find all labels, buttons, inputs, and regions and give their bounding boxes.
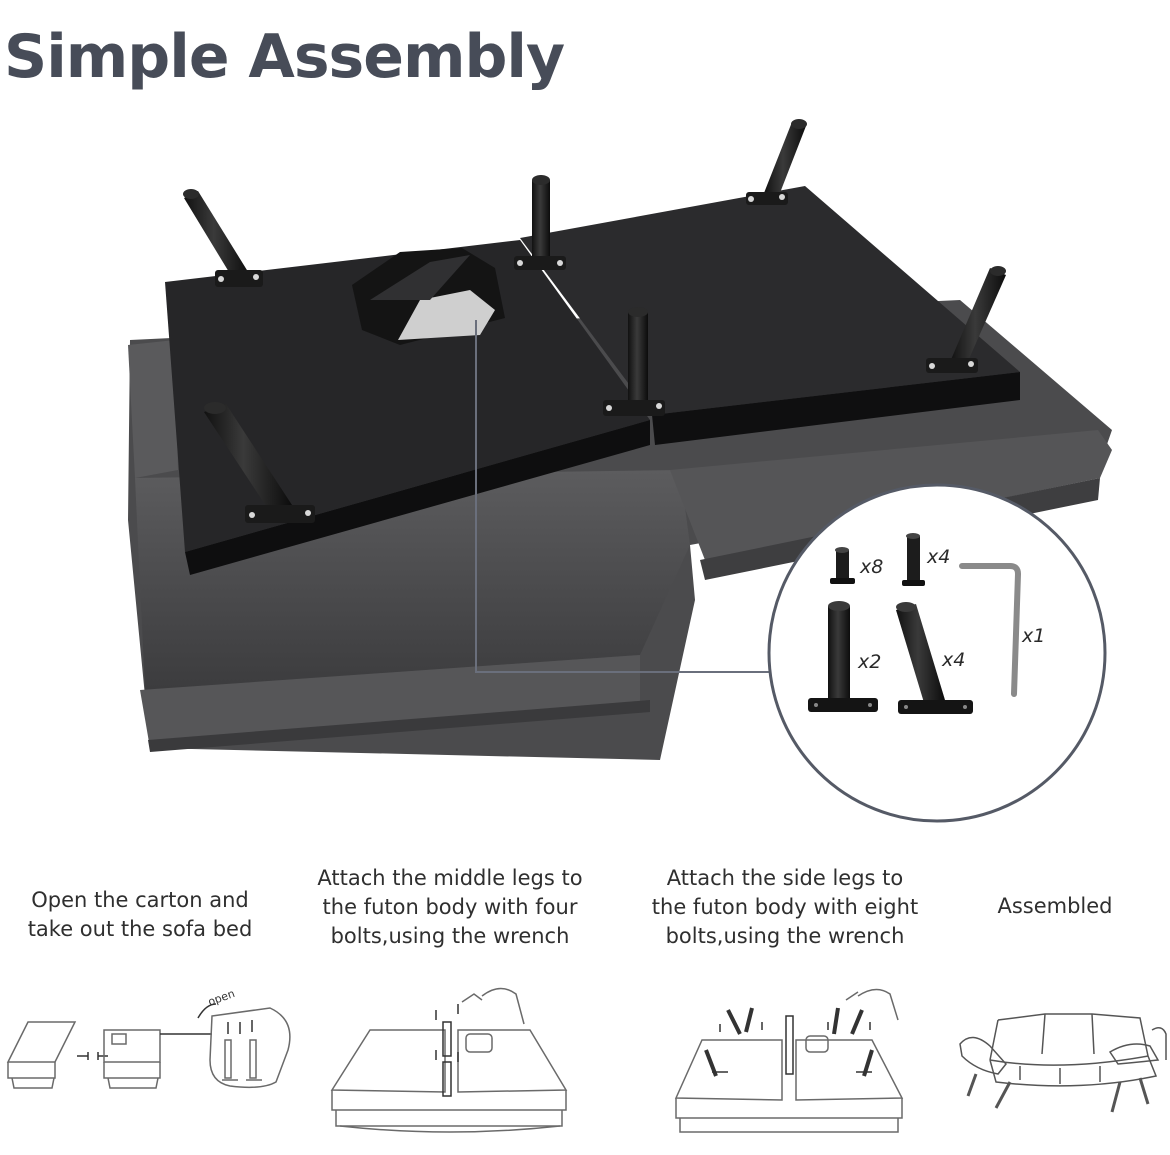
wrench-icon [959, 563, 1022, 697]
step4-illustration [959, 1013, 1167, 1113]
base-boards [165, 186, 1020, 673]
step4-instruction: Assembled [997, 894, 1113, 918]
leg-middle-back [514, 175, 566, 270]
step1-instruction: Open the carton and take out the sofa be… [27, 888, 253, 941]
angled-leg-icon [896, 602, 973, 714]
step1-illustration: open [6, 987, 291, 1089]
bolt-icon [830, 547, 855, 584]
step2-instruction: Attach the middle legs to the futon body… [317, 866, 583, 948]
leg-front-left [204, 402, 315, 523]
parts-callout: x8 x4 x1 x2 x4 [767, 483, 1107, 823]
wrench-qty: x1 [1021, 625, 1045, 647]
step3-instruction: Attach the side legs to the futon body w… [651, 866, 919, 948]
installed-legs [183, 119, 1006, 523]
page-title: Simple Assembly [4, 22, 565, 92]
straight-leg-icon [808, 601, 878, 712]
leg-middle-front [603, 307, 665, 416]
leg-back-right [746, 119, 807, 205]
angled-leg-qty: x4 [941, 649, 965, 671]
step2-illustration [330, 987, 568, 1133]
bolt-qty: x8 [859, 556, 883, 578]
leg-back-left [183, 189, 263, 287]
short-leg-qty: x4 [926, 546, 950, 568]
step3-illustration [674, 988, 904, 1133]
straight-leg-qty: x2 [857, 651, 881, 673]
leg-front-right [926, 266, 1006, 373]
step1-open-label: open [206, 987, 236, 1009]
short-leg-icon [902, 533, 925, 586]
